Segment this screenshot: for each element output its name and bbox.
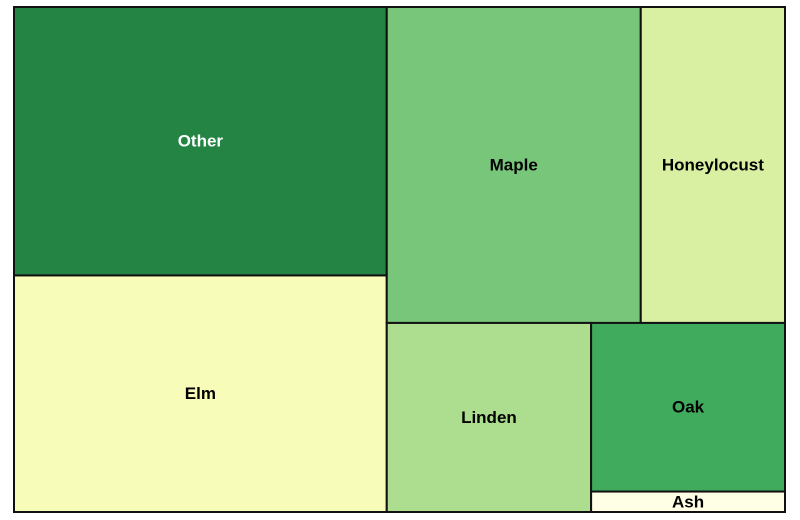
treemap-cell-linden [385, 321, 593, 514]
treemap-label-maple: Maple [490, 155, 538, 174]
treemap-cells [13, 6, 786, 514]
treemap-label-ash: Ash [672, 492, 704, 511]
treemap-cell-oak [590, 321, 786, 493]
treemap-label-elm: Elm [185, 384, 216, 403]
treemap-cell-other [13, 6, 388, 277]
plot-frame [13, 6, 786, 513]
treemap-label-linden: Linden [461, 408, 517, 427]
treemap-label-oak: Oak [672, 398, 705, 417]
treemap-cell-honeylocust [639, 6, 786, 324]
treemap-label-honeylocust: Honeylocust [662, 155, 764, 174]
treemap-cell-elm [13, 274, 388, 513]
treemap-label-other: Other [178, 132, 224, 151]
